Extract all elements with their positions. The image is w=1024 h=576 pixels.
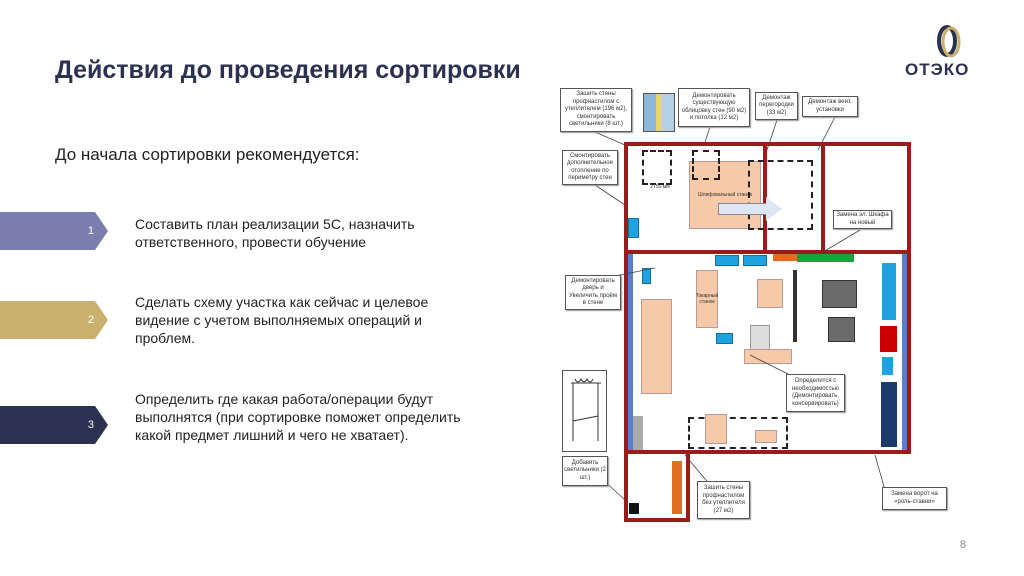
cabinet-orange — [672, 461, 682, 514]
cabinet — [716, 333, 733, 344]
callout: Зашить стены профнастилом с утеплителем … — [560, 88, 632, 132]
step-1-text: Составить план реализации 5С, назначить … — [135, 216, 415, 250]
cabinet — [642, 268, 651, 284]
step-number: 2 — [87, 314, 94, 326]
machine — [757, 279, 783, 308]
cabinet — [882, 357, 893, 375]
step-3-text: Определить где какая работа/операции буд… — [135, 391, 461, 443]
red-cabinet — [880, 326, 897, 352]
cabinet — [633, 416, 643, 450]
wall-panel — [628, 254, 633, 450]
callout: Добавить светильники (2 шт.) — [562, 456, 608, 486]
cabinet — [628, 218, 639, 238]
panel-black — [629, 503, 639, 514]
machine-gray — [822, 280, 857, 308]
dimension-label: 2750 мм — [650, 184, 670, 190]
step-number: 3 — [87, 419, 94, 431]
step-number: 1 — [87, 225, 94, 237]
cabinets — [882, 263, 896, 320]
arrow-head-icon — [766, 197, 782, 221]
subtitle: До начала сортировки рекомендуется: — [55, 145, 360, 164]
dashed-zone — [748, 160, 813, 230]
step-2-text: Сделать схему участка как сейчас и целев… — [135, 294, 429, 346]
room-top-right — [821, 142, 911, 254]
machine-gray — [828, 317, 855, 342]
logo-text: ОТЭКО — [905, 60, 970, 79]
dashed-zone — [642, 150, 672, 185]
rail — [793, 270, 797, 342]
callout: Замена ворот на «роль-ставни» — [882, 487, 947, 510]
cabinets — [881, 382, 897, 447]
callout: Определится с необходимостью (Демонтиров… — [786, 374, 845, 412]
coat-rack-image — [562, 370, 607, 452]
callout: Демонтировать существующую облицовку сте… — [678, 88, 750, 127]
dashed-zone — [692, 150, 720, 180]
machine — [705, 414, 727, 444]
step-2-arrow: 2 — [0, 301, 108, 339]
callout: Замена эл. Шкафа на новый — [833, 210, 892, 229]
electric-cabinet — [773, 254, 797, 261]
page-number: 8 — [960, 539, 967, 551]
workbench — [641, 299, 672, 394]
step-3-arrow: 3 — [0, 406, 108, 444]
callout: Демонтаж вент. установки — [802, 96, 858, 117]
panel-image — [643, 93, 675, 132]
dashed-zone — [688, 417, 788, 449]
machine — [755, 430, 777, 443]
lathe: Токарный станок — [696, 270, 718, 328]
wall-panel — [902, 254, 907, 450]
cabinet — [715, 255, 739, 266]
callout: Зашить стены профнастилом без утеплителя… — [697, 481, 750, 519]
callout: Смонтировать дополнительное отопление по… — [562, 150, 618, 185]
step-1-arrow: 1 — [0, 212, 108, 250]
machine — [744, 349, 792, 364]
racks — [797, 254, 854, 262]
page-title: Действия до проведения сортировки — [55, 56, 521, 84]
cabinet — [743, 255, 767, 266]
logo-icon — [912, 25, 982, 85]
callout: Демонтаж перегородки (33 м2) — [755, 92, 798, 120]
callout: Демонтировать дверь и Увеличить проём в … — [565, 275, 621, 310]
